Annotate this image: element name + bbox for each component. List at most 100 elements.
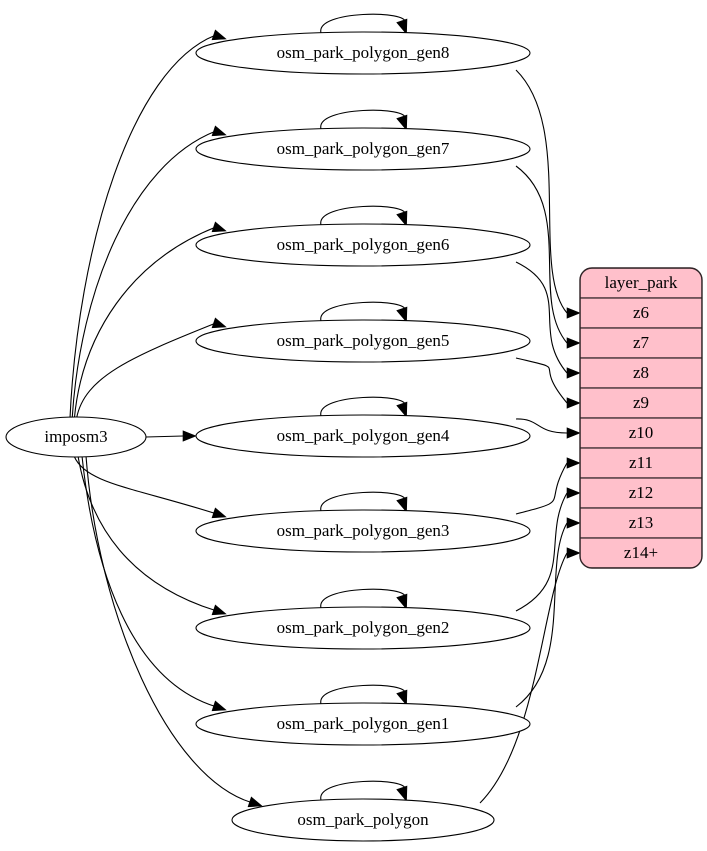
self-loop-gen8 bbox=[320, 13, 406, 34]
edge-imposm3-to-gen1 bbox=[81, 455, 216, 707]
layer-park-row-label-z11: z11 bbox=[629, 453, 653, 472]
self-loop-gen3 bbox=[320, 491, 406, 512]
node-gen6[interactable]: osm_park_polygon_gen6 bbox=[195, 223, 531, 267]
node-imposm3[interactable]: imposm3 bbox=[5, 416, 147, 458]
arrow-gen6-to-row-2 bbox=[566, 367, 581, 379]
self-loop-gen6 bbox=[320, 205, 406, 226]
layer-park-row-z10[interactable] bbox=[580, 417, 702, 449]
arrow-gen8-to-row-0 bbox=[566, 307, 581, 319]
edge-gen4-to-row-4 bbox=[515, 418, 568, 434]
edge-gen3-to-row-5 bbox=[515, 462, 568, 515]
self-loop-gen7 bbox=[320, 109, 406, 130]
edge-imposm3-to-gen7 bbox=[71, 130, 216, 419]
self-loop-gen4 bbox=[320, 396, 406, 417]
edge-gen8-to-row-0 bbox=[515, 69, 568, 314]
node-ellipse-gen3 bbox=[195, 509, 531, 553]
edge-base-to-row-8 bbox=[479, 552, 568, 804]
node-ellipse-gen4 bbox=[195, 414, 531, 458]
node-ellipse-gen2 bbox=[195, 606, 531, 650]
self-loop-arrow-base bbox=[396, 785, 408, 802]
arrow-imposm3-to-gen5 bbox=[211, 317, 227, 329]
layer-park-row-label-z13: z13 bbox=[629, 513, 654, 532]
node-gen5[interactable]: osm_park_polygon_gen5 bbox=[195, 319, 531, 363]
node-gen3[interactable]: osm_park_polygon_gen3 bbox=[195, 509, 531, 553]
node-label-gen1: osm_park_polygon_gen1 bbox=[277, 714, 450, 733]
layer-park-row-label-z14+: z14+ bbox=[624, 543, 658, 562]
arrow-gen4-to-row-4 bbox=[566, 427, 581, 439]
node-label-gen6: osm_park_polygon_gen6 bbox=[277, 235, 450, 254]
layer-park-header-label: layer_park bbox=[605, 273, 678, 292]
arrow-gen2-to-row-6 bbox=[566, 487, 581, 499]
edge-gen5-to-row-3 bbox=[515, 357, 568, 404]
node-label-gen7: osm_park_polygon_gen7 bbox=[277, 139, 450, 158]
self-loop-arrow-gen7 bbox=[396, 114, 408, 131]
self-loop-gen2 bbox=[320, 588, 406, 609]
node-ellipse-base bbox=[231, 798, 495, 842]
edge-gen7-to-row-1 bbox=[515, 165, 568, 344]
layer-park-row-z14+[interactable] bbox=[580, 537, 702, 568]
self-loop-arrow-gen4 bbox=[396, 401, 408, 418]
edge-imposm3-to-gen3 bbox=[73, 455, 216, 514]
node-label-gen5: osm_park_polygon_gen5 bbox=[277, 331, 450, 350]
layer-park-outline bbox=[579, 267, 703, 569]
edge-imposm3-to-gen4 bbox=[145, 435, 184, 438]
arrow-imposm3-to-gen1 bbox=[211, 700, 227, 712]
layer-park-row-z8[interactable] bbox=[580, 357, 702, 389]
arrow-imposm3-to-gen7 bbox=[211, 125, 227, 137]
self-loop-base bbox=[320, 780, 406, 801]
self-loop-arrow-gen8 bbox=[396, 18, 408, 35]
self-loop-arrow-gen3 bbox=[396, 496, 408, 513]
edge-gen6-to-row-2 bbox=[515, 261, 568, 374]
layer-park-row-label-z12: z12 bbox=[629, 483, 654, 502]
arrow-imposm3-to-gen8 bbox=[211, 29, 227, 41]
arrow-gen5-to-row-3 bbox=[566, 397, 581, 409]
node-gen8[interactable]: osm_park_polygon_gen8 bbox=[195, 31, 531, 75]
layer-park-row-z12[interactable] bbox=[580, 477, 702, 509]
layer-park-row-label-z6: z6 bbox=[633, 303, 649, 322]
node-ellipse-imposm3 bbox=[5, 416, 147, 458]
node-base[interactable]: osm_park_polygon bbox=[231, 798, 495, 842]
arrow-gen7-to-row-1 bbox=[566, 337, 581, 349]
node-ellipse-gen1 bbox=[195, 702, 531, 746]
edge-imposm3-to-gen6 bbox=[73, 226, 216, 419]
layer-park-row-z7[interactable] bbox=[580, 327, 702, 359]
arrow-imposm3-to-gen2 bbox=[211, 604, 227, 616]
self-loop-arrow-gen2 bbox=[396, 593, 408, 610]
node-label-base: osm_park_polygon bbox=[297, 810, 429, 829]
node-label-gen2: osm_park_polygon_gen2 bbox=[277, 618, 450, 637]
node-label-gen8: osm_park_polygon_gen8 bbox=[277, 43, 450, 62]
node-gen2[interactable]: osm_park_polygon_gen2 bbox=[195, 606, 531, 650]
layer-park-row-label-z9: z9 bbox=[633, 393, 649, 412]
edge-imposm3-to-base bbox=[85, 455, 252, 803]
edge-gen1-to-row-7 bbox=[515, 522, 568, 708]
self-loop-arrow-gen5 bbox=[396, 306, 408, 323]
layer-park-row-z13[interactable] bbox=[580, 507, 702, 539]
arrow-imposm3-to-gen3 bbox=[211, 507, 227, 519]
edge-imposm3-to-gen2 bbox=[77, 455, 216, 611]
node-gen4[interactable]: osm_park_polygon_gen4 bbox=[195, 414, 531, 458]
arrow-imposm3-to-gen4 bbox=[182, 430, 197, 442]
node-label-gen4: osm_park_polygon_gen4 bbox=[277, 426, 450, 445]
edge-imposm3-to-gen5 bbox=[76, 322, 216, 419]
edges-layer bbox=[69, 13, 581, 808]
arrow-gen3-to-row-5 bbox=[566, 457, 581, 469]
node-ellipse-gen7 bbox=[195, 127, 531, 171]
node-ellipse-gen8 bbox=[195, 31, 531, 75]
edge-imposm3-to-gen8 bbox=[69, 34, 216, 419]
node-ellipse-gen6 bbox=[195, 223, 531, 267]
node-gen1[interactable]: osm_park_polygon_gen1 bbox=[195, 702, 531, 746]
self-loop-arrow-gen6 bbox=[396, 210, 408, 227]
arrow-gen1-to-row-7 bbox=[566, 517, 581, 529]
node-label-imposm3: imposm3 bbox=[44, 427, 107, 446]
node-gen7[interactable]: osm_park_polygon_gen7 bbox=[195, 127, 531, 171]
arrow-base-to-row-8 bbox=[566, 547, 581, 559]
node-ellipse-gen5 bbox=[195, 319, 531, 363]
layer-park-row-label-z7: z7 bbox=[633, 333, 650, 352]
arrow-imposm3-to-base bbox=[247, 796, 263, 808]
layer-park-row-label-z8: z8 bbox=[633, 363, 649, 382]
nodes-layer: osm_park_polygon_gen8 osm_park_polygon_ge… bbox=[5, 31, 531, 842]
